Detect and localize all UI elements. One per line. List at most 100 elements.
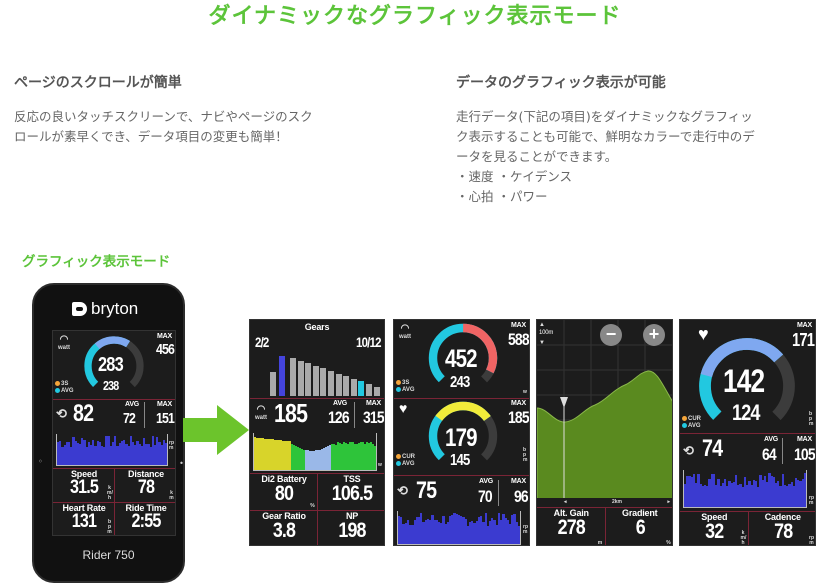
metric-cell[interactable]: Speed 31.5 km/h [53, 468, 115, 502]
metric-cell[interactable]: TSS 106.5 [318, 473, 384, 510]
histogram-bar [433, 519, 436, 544]
gear-bar [312, 365, 319, 396]
zoom-out-button[interactable]: − [600, 324, 622, 346]
histogram-bar [455, 513, 458, 544]
hr-avg: 124 [732, 400, 760, 425]
vertical-scale: 100m [539, 330, 554, 336]
histogram-bar [437, 522, 441, 544]
max-label: MAX [366, 400, 381, 407]
histogram-bar [79, 444, 82, 465]
histogram-bar [446, 522, 450, 544]
metric-value: 32 [705, 520, 724, 543]
histogram-bar [294, 446, 297, 470]
elevation-profile [537, 320, 672, 505]
scale-up-icon[interactable]: ▲ [539, 322, 545, 328]
histogram-bar [131, 442, 135, 465]
device-model: Rider 750 [82, 548, 135, 562]
histogram-bar [730, 483, 733, 507]
gear-bar [270, 372, 276, 396]
histogram-bar [153, 445, 157, 465]
cadence-value: 82 [73, 400, 94, 427]
histogram-bar [68, 441, 71, 465]
power-max: 588 [507, 330, 529, 349]
metric-cell[interactable]: Distance 78 km [115, 468, 175, 502]
histogram-bar [684, 484, 687, 507]
histogram-bar [112, 442, 115, 465]
metric-cell[interactable]: Gear Ratio 3.8 [250, 510, 318, 545]
histogram-bar [400, 517, 403, 544]
gears-title: Gears [304, 322, 330, 332]
histogram-bar [284, 440, 287, 470]
zoom-in-button[interactable]: + [643, 324, 665, 346]
metric-unit: % [666, 540, 671, 546]
metric-cell[interactable]: Speed 32 km/h [680, 511, 749, 545]
histogram-bar [715, 484, 718, 507]
histogram-bar [355, 443, 358, 470]
distance-scale-bar: ◂2km▸ [564, 499, 670, 505]
histogram-bar [466, 525, 469, 544]
metric-label: Heart Rate [62, 503, 106, 513]
histogram-bar [508, 524, 512, 544]
metric-value: 106.5 [331, 482, 373, 505]
histogram-bar [697, 474, 700, 507]
histogram-bar [134, 445, 137, 465]
histogram-bar [440, 522, 443, 544]
histogram-bar [300, 448, 303, 470]
gear-bar [290, 358, 296, 396]
metric-cell[interactable]: Heart Rate 131 bpm [53, 502, 115, 535]
histogram-bar [504, 518, 507, 544]
histogram-bar [349, 441, 352, 470]
metric-unit: km [169, 490, 174, 501]
hr-value: 179 [445, 424, 478, 452]
histogram-bar [761, 479, 764, 507]
histogram-bar [87, 441, 91, 465]
scale-down-icon[interactable]: ▼ [539, 340, 545, 346]
histogram-bar [429, 520, 432, 544]
right-body-line: 走行データ(下記の項目)をダイナミックなグラフィッ [456, 109, 753, 124]
histogram-bar [757, 486, 760, 507]
cadence-unit: rpm [169, 440, 174, 451]
histogram-bar [442, 516, 445, 544]
heart-icon: ♥ [698, 324, 709, 344]
histogram-bar [413, 520, 416, 544]
histogram-bar [341, 443, 344, 470]
metric-value: 80 [274, 482, 294, 505]
metric-cell[interactable]: Cadence 78 rpm [749, 511, 816, 545]
histogram-bar [125, 444, 128, 465]
histogram-bar [717, 479, 720, 507]
histogram-bar [164, 442, 168, 465]
histogram-bar [147, 443, 150, 465]
metric-cell[interactable]: NP 198 [318, 510, 384, 545]
histogram-bar [353, 444, 356, 470]
metric-cell[interactable]: Di2 Battery 80 % [250, 473, 318, 510]
left-heading: ページのスクロールが簡単 [14, 75, 182, 91]
gauge-avg-arc [84, 336, 144, 396]
rear-gear: 10/12 [355, 334, 381, 350]
power-avg: 238 [103, 378, 119, 393]
histogram-bar [98, 441, 102, 465]
histogram-bar [256, 437, 259, 470]
histogram-bar [699, 484, 702, 507]
histogram-bar [417, 517, 421, 544]
metric-cell[interactable]: Ride Time 2:55 [115, 502, 175, 535]
histogram-bar [103, 447, 106, 465]
side-button-right[interactable]: • [179, 459, 184, 468]
histogram-bar [363, 443, 366, 470]
histogram-bar [262, 438, 265, 470]
histogram-bar [327, 446, 330, 470]
metric-cell[interactable]: Alt. Gain 278 m [537, 507, 606, 545]
power-unit: w [523, 389, 527, 395]
histogram-bar [316, 450, 319, 470]
histogram-bar [266, 438, 269, 470]
histogram-bar [347, 443, 350, 470]
metric-cell[interactable]: Gradient 6 % [606, 507, 673, 546]
side-button-left[interactable]: ◦ [38, 457, 43, 466]
histogram-bar [710, 474, 713, 507]
watt-icon: ◠watt [399, 323, 411, 340]
histogram-bar [149, 446, 152, 465]
gear-bar [366, 384, 372, 396]
left-body-line: ロールが素早くでき、データ項目の変更も簡単！ [14, 129, 288, 144]
max-label: MAX [157, 401, 172, 408]
